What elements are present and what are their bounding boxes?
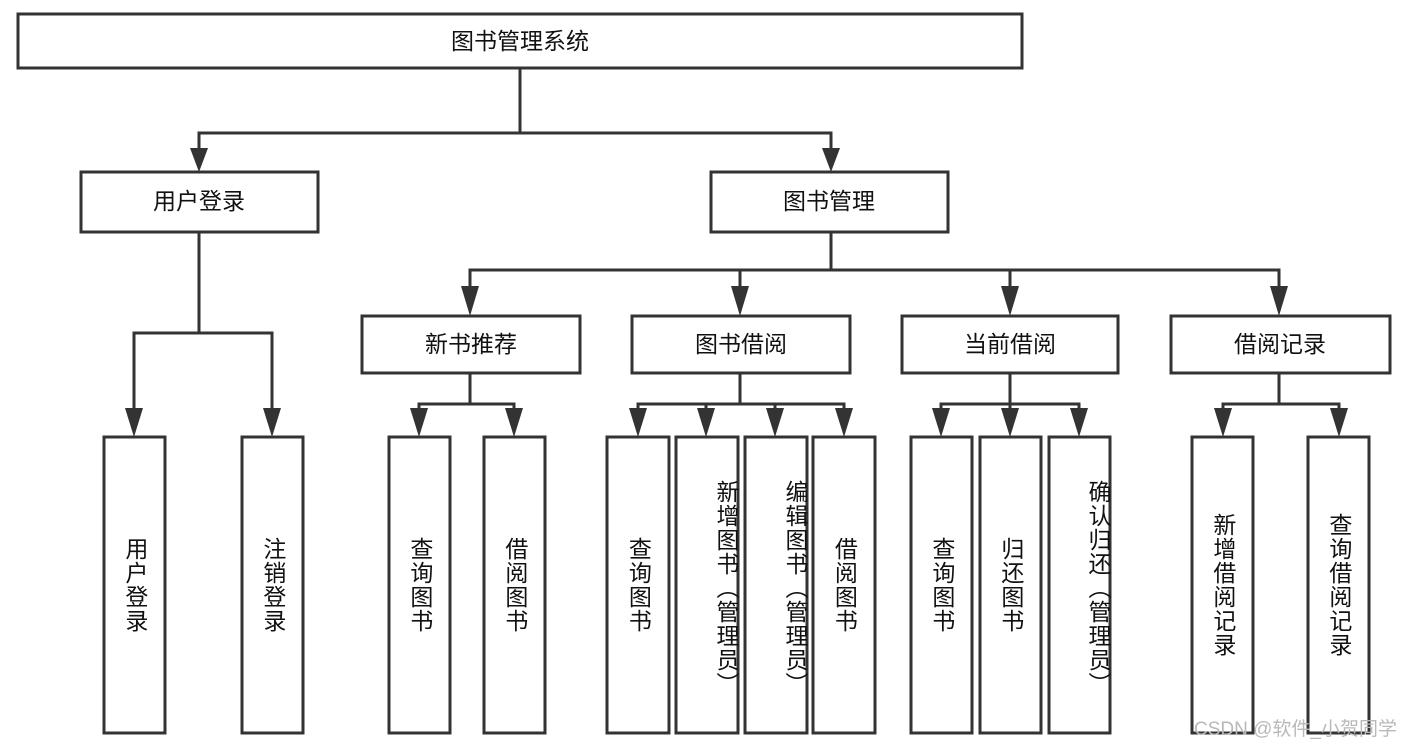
leaf-node-edit-book-admin[interactable] [743, 435, 809, 735]
node-label-borrow-record: 借阅记录 [1234, 331, 1326, 357]
leaf-node-query-book-cb[interactable] [909, 435, 974, 735]
arrow-head-icon [1070, 408, 1088, 437]
arrow-head-icon [1270, 286, 1288, 316]
leaf-node-confirm-return-admin[interactable] [1047, 435, 1112, 735]
leaf-node-add-borrow-record[interactable] [1190, 435, 1255, 735]
node-user-login[interactable]: 用户登录 [79, 170, 320, 234]
connector-root-to-level2 [190, 66, 840, 172]
arrow-head-icon [697, 408, 715, 437]
node-current-borrow[interactable]: 当前借阅 [900, 314, 1120, 375]
leaf-node-logout[interactable] [240, 435, 305, 735]
node-label-user-login: 用户登录 [153, 188, 245, 214]
leaf-node-add-book-admin[interactable] [674, 435, 740, 735]
leaf-node-return-book[interactable] [978, 435, 1043, 735]
node-root-system[interactable]: 图书管理系统 [16, 12, 1024, 70]
connector-current-borrow-children [932, 371, 1088, 437]
watermark-text: CSDN @软件_小贺同学 [1194, 719, 1397, 740]
connector-borrow-children [629, 371, 853, 437]
arrow-head-icon [932, 408, 950, 437]
node-label-book-management: 图书管理 [783, 188, 875, 214]
connector-new-book-children [410, 371, 523, 437]
arrow-head-icon [835, 408, 853, 437]
connector-user-login-children [125, 230, 281, 437]
arrow-head-icon [1001, 408, 1019, 437]
connector-borrow-record-children [1214, 371, 1348, 437]
arrow-head-icon [1214, 408, 1232, 437]
arrow-head-icon [1001, 286, 1019, 316]
leaf-node-borrow-book-bb[interactable] [811, 435, 877, 735]
arrow-head-icon [263, 408, 281, 437]
arrow-head-icon [461, 286, 479, 316]
node-label-root: 图书管理系统 [451, 28, 589, 54]
arrow-head-icon [629, 408, 647, 437]
arrow-head-icon [822, 148, 840, 172]
leaf-node-query-book-bb[interactable] [605, 435, 671, 735]
node-book-management[interactable]: 图书管理 [709, 170, 950, 234]
node-label-new-book-recommend: 新书推荐 [425, 331, 517, 357]
node-label-book-borrow: 图书借阅 [695, 331, 787, 357]
connector-level2-to-level3 [461, 230, 1288, 316]
leaf-node-user-login[interactable] [102, 435, 167, 735]
leaf-node-borrow-book-nb[interactable] [482, 435, 547, 735]
node-label-current-borrow: 当前借阅 [964, 331, 1056, 357]
leaf-node-query-book-nb[interactable] [387, 435, 452, 735]
arrow-head-icon [731, 286, 749, 316]
arrow-head-icon [505, 408, 523, 437]
arrow-head-icon [190, 148, 208, 172]
arrow-head-icon [766, 408, 784, 437]
node-new-book-recommend[interactable]: 新书推荐 [360, 314, 582, 375]
arrow-head-icon [410, 408, 428, 437]
node-book-borrow[interactable]: 图书借阅 [630, 314, 852, 375]
arrow-head-icon [1330, 408, 1348, 437]
arrow-head-icon [125, 408, 143, 437]
leaf-node-query-borrow-record[interactable] [1306, 435, 1371, 735]
node-borrow-record[interactable]: 借阅记录 [1169, 314, 1392, 375]
